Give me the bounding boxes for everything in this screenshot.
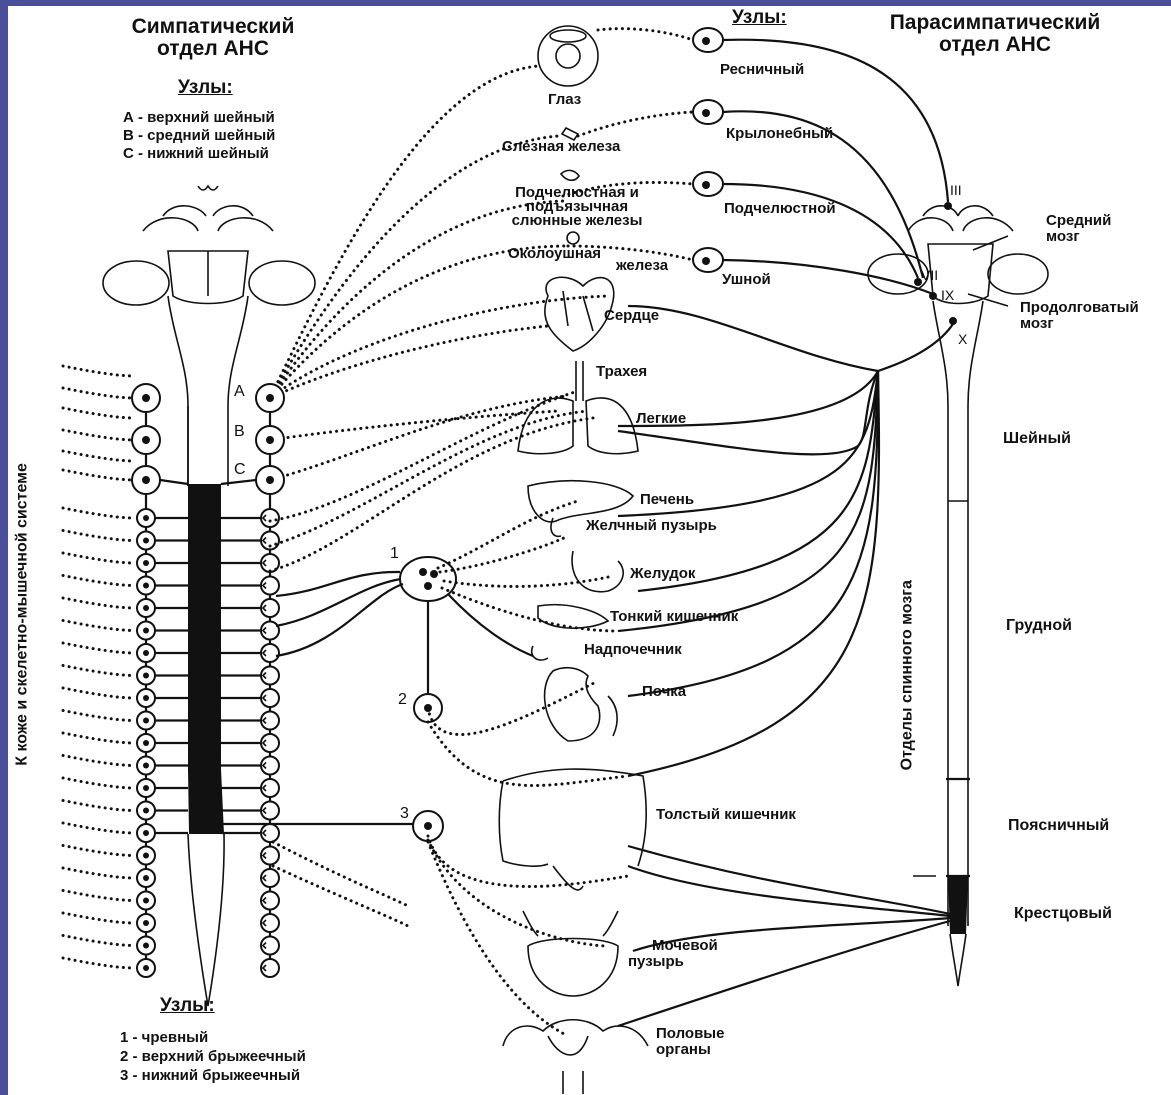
ganglion-number-3: 3 <box>400 806 409 823</box>
skin-fiber <box>63 756 134 766</box>
skin-fiber <box>63 388 134 398</box>
organ-eye <box>538 26 598 86</box>
skin-fiber <box>63 430 134 440</box>
sympathetic-nodes-heading: Узлы: <box>178 78 233 98</box>
section-lumbar: Поясничный <box>1008 818 1109 835</box>
skin-fiber <box>63 868 134 878</box>
skin-fiber <box>63 778 134 788</box>
label-large-intestine: Толстый кишечник <box>656 807 796 823</box>
skin-fiber <box>63 470 134 480</box>
cervical-ganglia <box>132 384 284 494</box>
side-label: К коже и скелетно-мышечной системе <box>15 444 32 784</box>
parasympathetic-ganglia <box>693 28 723 272</box>
skin-fiber <box>63 508 134 518</box>
skin-fiber <box>63 366 134 376</box>
label-parotid-2: железа <box>616 258 668 274</box>
ganglion-ciliary: Ресничный <box>720 62 804 78</box>
label-liver: Печень <box>640 492 694 508</box>
organ-kidney <box>545 668 618 741</box>
prevertebral-nodes-heading: Узлы: <box>160 996 215 1016</box>
ganglion-submandibular: Подчелюстной <box>724 201 836 217</box>
nerve-ix: IX <box>941 288 954 303</box>
skin-fiber <box>63 688 134 698</box>
skin-fiber <box>63 846 134 856</box>
section-sacral: Крестцовый <box>1014 906 1112 923</box>
skin-fiber <box>63 598 134 608</box>
label-gallbladder: Желчный пузырь <box>586 518 717 534</box>
skin-fiber <box>63 801 134 811</box>
organ-large-intestine <box>499 769 646 890</box>
label-adrenal: Надпочечник <box>584 642 682 658</box>
section-cervical: Шейный <box>1003 431 1071 448</box>
label-small-intestine: Тонкий кишечник <box>610 609 738 625</box>
skin-fiber <box>63 643 134 653</box>
label-trachea: Трахея <box>596 364 647 380</box>
skin-fiber <box>63 451 134 461</box>
nerve-iii: III <box>950 183 962 198</box>
skin-fiber <box>63 823 134 833</box>
node-letter-c: C <box>234 462 246 479</box>
skin-fiber <box>63 891 134 901</box>
skin-fiber <box>63 408 134 418</box>
prevertebral-node-1: 1 - чревный <box>120 1030 208 1046</box>
label-heart: Сердце <box>604 308 659 324</box>
skin-fiber <box>63 958 134 968</box>
skin-fiber <box>63 913 134 923</box>
label-lacrimal: Слезная железа <box>502 139 620 155</box>
prevertebral-node-3: 3 - нижний брыжеечный <box>120 1068 300 1084</box>
ganglion-number-2: 2 <box>398 692 407 709</box>
skin-fiber <box>63 936 134 946</box>
sympathetic-node-b: В - средний шейный <box>123 128 275 144</box>
sympathetic-node-c: С - нижний шейный <box>123 146 269 162</box>
label-bladder-2: пузырь <box>628 954 684 970</box>
label-eye: Глаз <box>548 92 581 108</box>
label-stomach: Желудок <box>630 566 695 582</box>
ganglion-number-1: 1 <box>390 546 399 563</box>
diagram-artwork: .ln { fill: none; stroke: #111; stroke-w… <box>8 6 1171 1095</box>
ganglion-pterygopalatine: Крылонебный <box>726 126 833 142</box>
skin-fiber <box>63 576 134 586</box>
sympathetic-spinal-cord <box>188 406 224 1006</box>
label-kidney: Почка <box>642 684 686 700</box>
skin-fiber <box>63 621 134 631</box>
ans-diagram: .ln { fill: none; stroke: #111; stroke-w… <box>8 6 1171 1095</box>
label-genitals-2: органы <box>656 1042 711 1058</box>
label-parotid-1: Околоушная <box>508 246 601 262</box>
label-bladder-1: Мочевой <box>652 938 718 954</box>
skin-fiber <box>63 711 134 721</box>
prevertebral-node-2: 2 - верхний брыжеечный <box>120 1049 306 1065</box>
skin-fibers <box>63 366 134 968</box>
nerve-vii: VII <box>921 268 938 283</box>
organ-bladder <box>523 911 618 996</box>
node-letter-a: A <box>234 384 245 401</box>
label-midbrain: Средниймозг <box>1046 213 1111 245</box>
node-letter-b: B <box>234 424 245 441</box>
label-lungs: Легкие <box>636 411 686 427</box>
skin-fiber <box>63 531 134 541</box>
spinal-sections-label: Отделы спинного мозга <box>900 590 917 770</box>
ganglion-otic: Ушной <box>722 272 771 288</box>
nerve-x: X <box>958 332 967 347</box>
parasympathetic-nodes-heading: Узлы: <box>732 8 787 28</box>
label-genitals-1: Половые <box>656 1026 724 1042</box>
skin-fiber <box>63 733 134 743</box>
section-thoracic: Грудной <box>1006 618 1072 635</box>
skin-fiber <box>63 666 134 676</box>
skin-fiber <box>63 553 134 563</box>
sympathetic-node-a: А - верхний шейный <box>123 110 275 126</box>
organ-genitals <box>503 1020 648 1094</box>
